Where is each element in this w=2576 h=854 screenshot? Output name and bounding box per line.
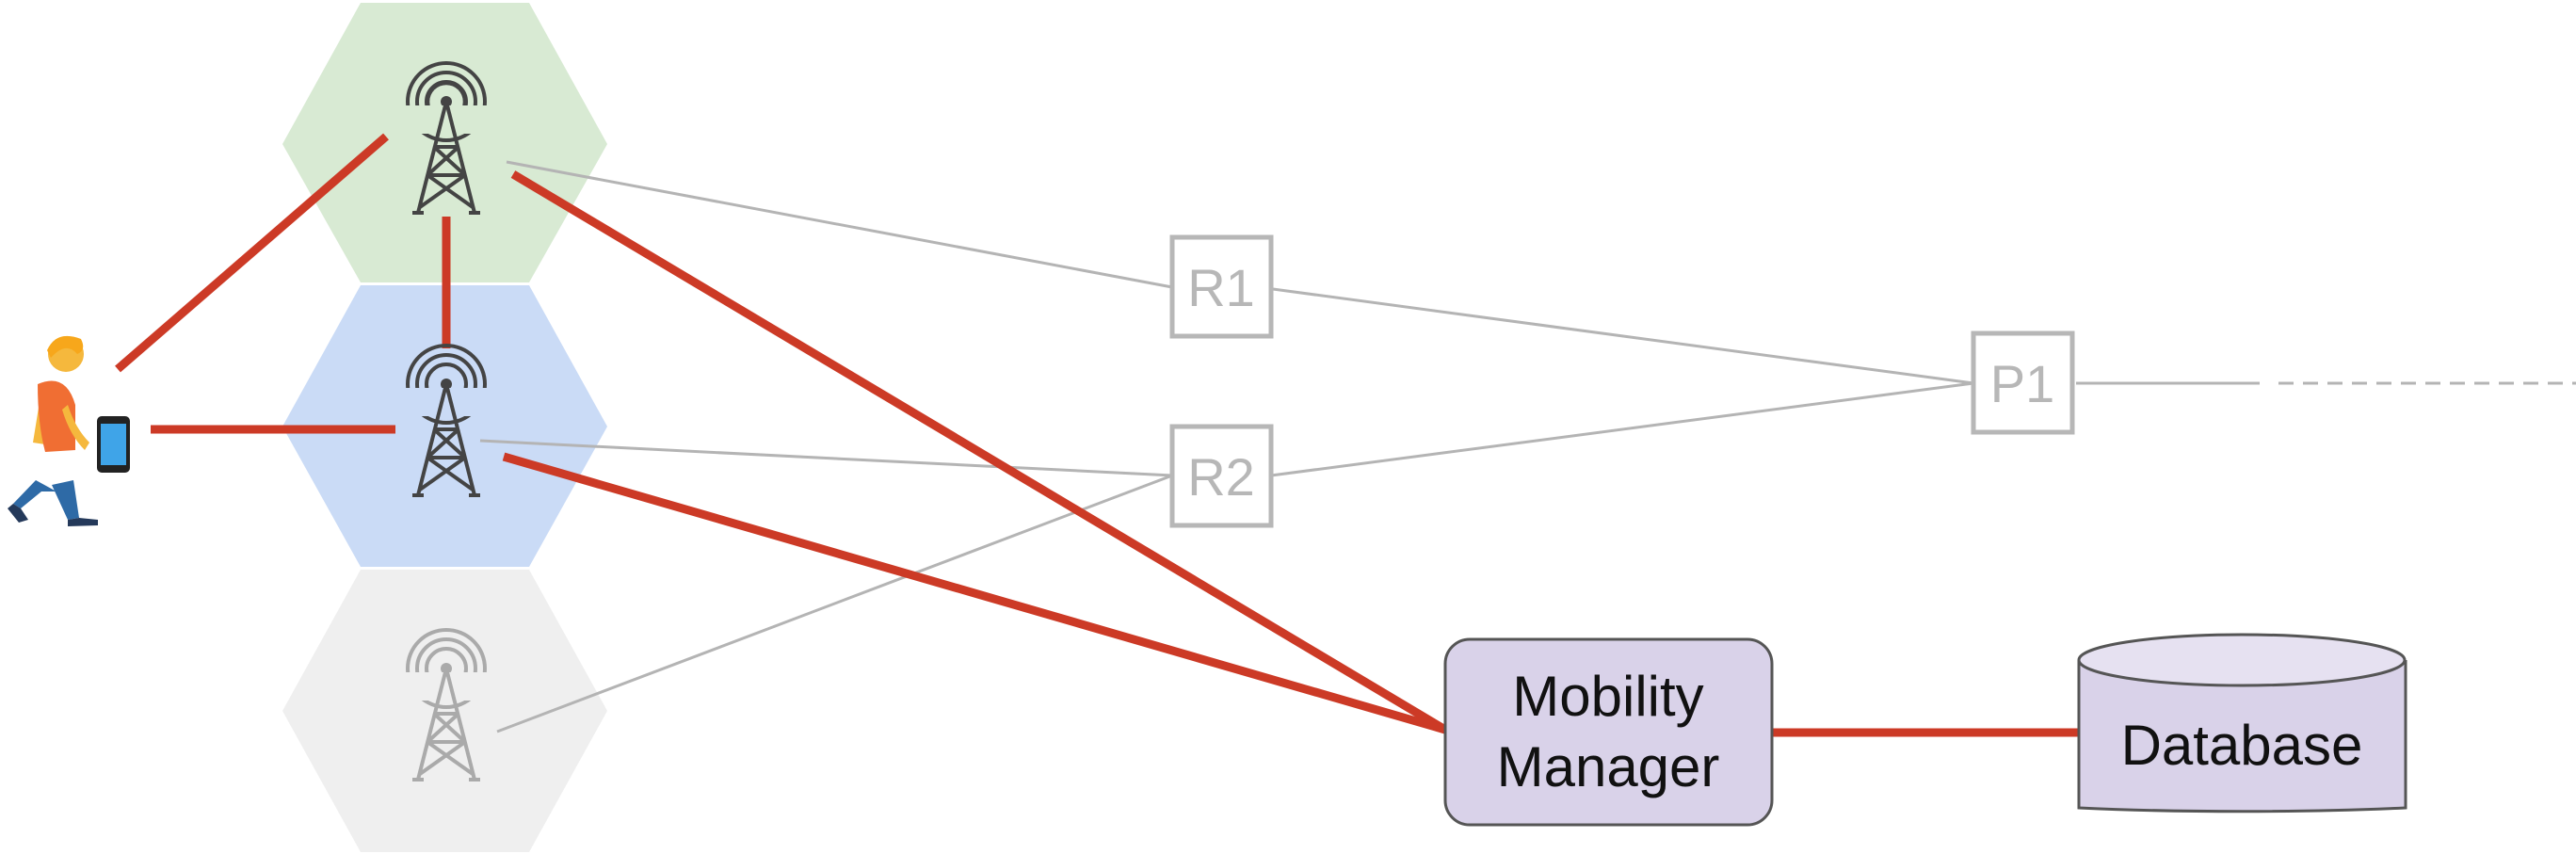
signalling-links [115, 133, 2079, 737]
cell-hexagon-bottom [282, 570, 607, 852]
link-tower2-manager [502, 452, 1447, 734]
phone-icon [97, 416, 130, 473]
router-p1: P1 [1971, 330, 2075, 435]
router-p1-label: P1 [1990, 354, 2055, 413]
person-walking-icon [8, 335, 98, 526]
link-user-tower1 [115, 133, 389, 373]
cell-tower-icon [405, 344, 488, 497]
mobility-manager-box: Mobility Manager [1443, 637, 1774, 827]
mobility-manager-label-line2: Manager [1497, 735, 1720, 798]
database-label: Database [2121, 714, 2363, 777]
link-r1-p1 [1272, 287, 1974, 385]
link-tower1-manager [510, 170, 1448, 733]
cell-hexagon-middle [282, 285, 607, 567]
link-tower2-r2 [479, 439, 1173, 477]
database-icon: Database [2077, 633, 2407, 814]
backhaul-links [479, 160, 2576, 733]
cell-tower-icon [405, 628, 488, 781]
router-r2: R2 [1169, 424, 1274, 528]
router-r1: R1 [1169, 234, 1274, 339]
link-tower1-r1 [506, 160, 1173, 289]
cell-hexagon-top [282, 3, 607, 282]
mobility-manager-label-line1: Mobility [1512, 665, 1703, 728]
router-r2-label: R2 [1187, 447, 1255, 507]
link-tower3-r2 [496, 474, 1173, 733]
router-r1-label: R1 [1187, 258, 1255, 317]
link-r2-p1 [1270, 381, 1974, 477]
cell-tower-icon [405, 61, 488, 215]
